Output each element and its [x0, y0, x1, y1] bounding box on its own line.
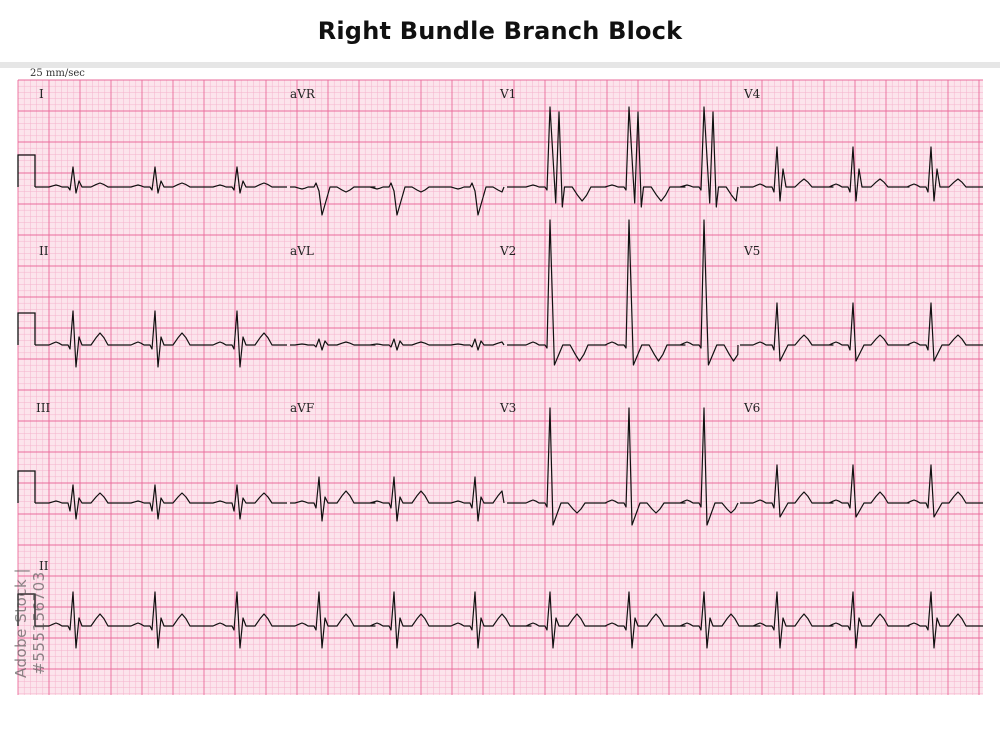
lead-label-V1: V1 — [500, 87, 517, 101]
ecg-grid — [17, 79, 983, 695]
ecg-traces — [17, 106, 983, 649]
calibration-pulse — [17, 154, 36, 187]
lead-label-III: III — [36, 401, 51, 415]
trace-I — [35, 166, 287, 194]
trace-V3 — [507, 407, 739, 526]
lead-label-V2: V2 — [500, 244, 517, 258]
page-title: Right Bundle Branch Block — [317, 17, 683, 45]
lead-label-II: II — [39, 244, 49, 258]
grid-background — [18, 80, 983, 695]
lead-label-V4: V4 — [744, 87, 761, 101]
trace-aVR — [290, 182, 505, 216]
lead-label-I: I — [39, 87, 44, 101]
lead-label-aVR: aVR — [290, 87, 315, 101]
lead-label-aVL: aVL — [290, 244, 314, 258]
lead-label-V6: V6 — [744, 401, 761, 415]
paper-speed-label: 25 mm/sec — [30, 68, 85, 79]
trace-aVL — [290, 338, 505, 351]
lead-label-aVF: aVF — [290, 401, 315, 415]
calibration-pulse — [17, 312, 36, 345]
lead-label-V3: V3 — [500, 401, 517, 415]
trace-V4 — [740, 146, 983, 202]
grid-minor-lines — [18, 80, 983, 695]
trace-II — [35, 310, 287, 368]
grid-major-lines — [17, 79, 983, 695]
lead-label-rhythm-II: II — [39, 559, 49, 573]
trace-III — [35, 484, 287, 520]
trace-II — [35, 591, 983, 649]
trace-aVF — [290, 476, 505, 522]
lead-label-V5: V5 — [744, 244, 761, 258]
calibration-pulse — [17, 470, 36, 503]
trace-V2 — [507, 219, 739, 366]
trace-V6 — [740, 464, 983, 518]
trace-V1 — [507, 106, 739, 208]
calibration-pulse — [17, 593, 36, 626]
header-divider — [0, 62, 1000, 68]
watermark: Adobe Stock | #555156703 — [12, 567, 48, 679]
trace-V5 — [740, 302, 983, 362]
